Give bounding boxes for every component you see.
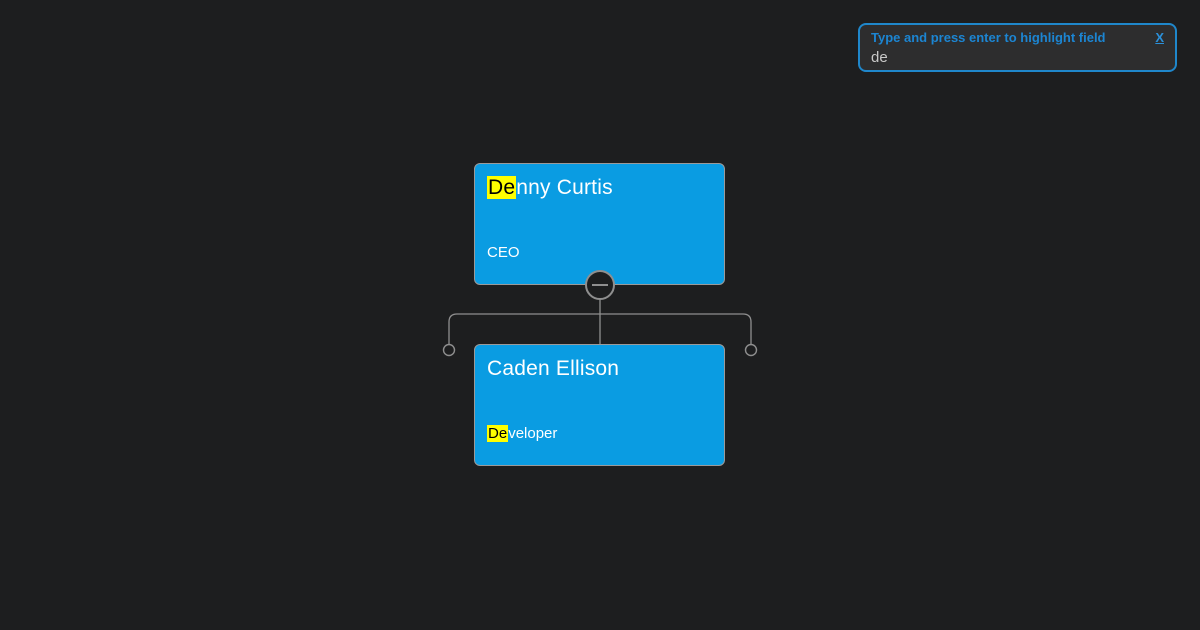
name-text: nny Curtis [516, 176, 613, 199]
connector-bracket [448, 313, 752, 344]
highlight-search-box: Type and press enter to highlight field … [858, 23, 1177, 72]
name-text: Caden Ellison [487, 357, 620, 380]
org-node-denny-curtis[interactable]: Denny Curtis CEO [474, 163, 725, 285]
search-input[interactable] [871, 49, 1141, 66]
collapse-toggle-button[interactable] [585, 270, 615, 300]
title-text: veloper [508, 425, 558, 442]
child-stub-circle-right[interactable] [744, 343, 758, 357]
search-label: Type and press enter to highlight field [871, 30, 1106, 45]
node-name: Denny Curtis [487, 176, 613, 200]
name-highlight: De [487, 176, 517, 199]
org-node-caden-ellison[interactable]: Caden Ellison Developer [474, 344, 725, 466]
node-title: Developer [487, 425, 557, 442]
minus-icon [592, 284, 608, 286]
node-title: CEO [487, 244, 520, 261]
close-search-link[interactable]: X [1155, 30, 1164, 45]
title-highlight: De [487, 425, 509, 442]
title-text: CEO [487, 244, 520, 261]
node-name: Caden Ellison [487, 357, 619, 381]
child-stub-circle-left[interactable] [442, 343, 456, 357]
